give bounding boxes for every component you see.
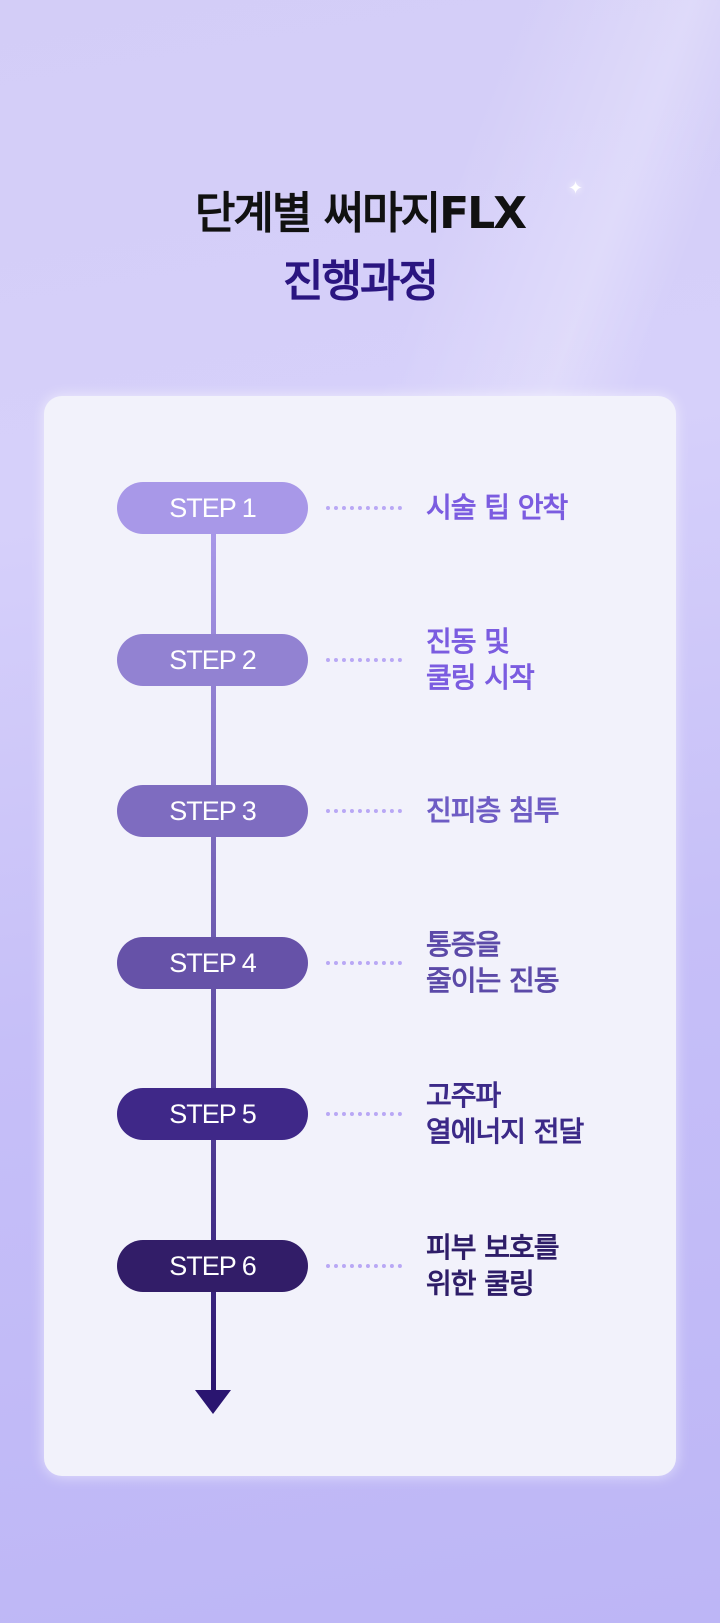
page-title: 단계별 써마지FLX 진행과정	[0, 182, 720, 318]
step-description-line: 시술 팁 안착	[426, 491, 568, 524]
dotted-connector	[326, 809, 402, 813]
step-pill: STEP 1	[117, 482, 308, 534]
dotted-connector	[326, 1112, 402, 1116]
step-pill: STEP 4	[117, 936, 308, 989]
step-description-line: 진피층 침투	[426, 794, 560, 827]
dotted-connector	[326, 1263, 402, 1268]
title-line1: 단계별 써마지FLX	[194, 188, 527, 239]
arrow-down-icon	[195, 1390, 231, 1414]
step-pill: STEP 6	[117, 1239, 308, 1292]
step-pill: STEP 3	[117, 785, 308, 837]
step-description-line: 줄이는 진동	[426, 963, 560, 997]
step-description-line: 쿨링 시작	[426, 660, 535, 694]
steps-card	[44, 396, 676, 1476]
step-description-line: 진동 및	[426, 624, 510, 658]
dotted-connector	[326, 657, 402, 662]
dotted-connector	[326, 960, 402, 965]
step-description: 시술 팁 안착	[426, 490, 568, 526]
step-pill: STEP 5	[117, 1088, 308, 1140]
background-light	[0, 0, 720, 400]
step-pill: STEP 2	[117, 633, 308, 686]
step-description-line: 통증을	[426, 927, 501, 961]
step-description: 진피층 침투	[426, 793, 560, 829]
step-description-line: 위한 쿨링	[426, 1266, 535, 1300]
dotted-connector	[326, 506, 402, 510]
title-line2: 진행과정	[283, 256, 439, 307]
sparkle-icon: ✦	[568, 178, 584, 199]
step-description-line: 피부 보호를	[426, 1230, 560, 1264]
step-description-line: 열에너지 전달	[426, 1115, 584, 1148]
step-description-line: 고주파	[426, 1079, 501, 1112]
